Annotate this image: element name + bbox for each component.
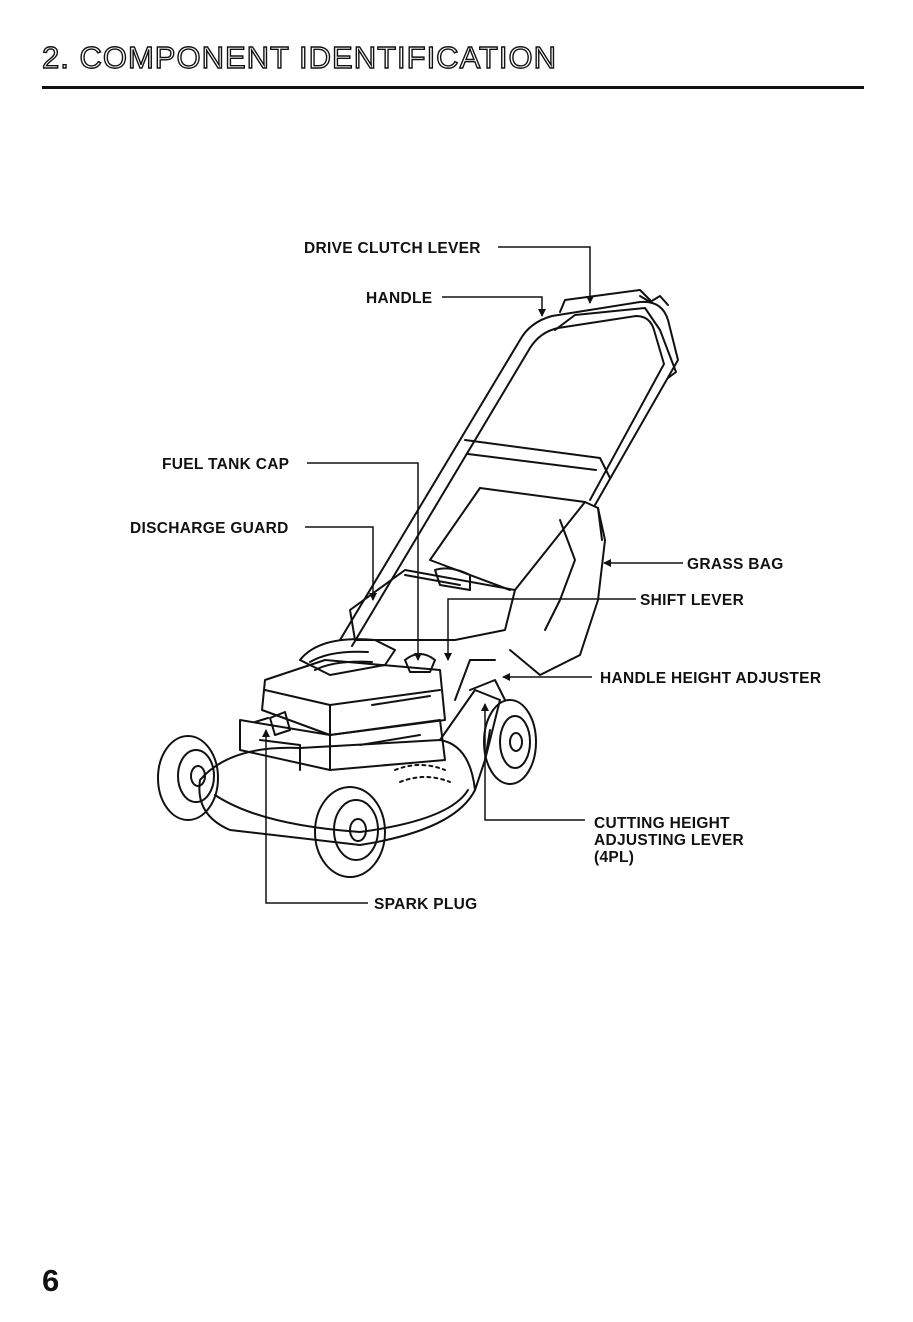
leader-cutting-height [485, 704, 585, 820]
leader-discharge-guard [305, 527, 373, 600]
label-grass-bag: GRASS BAG [687, 556, 784, 573]
discharge-guard-drawing [350, 568, 515, 640]
label-fuel-tank-cap: FUEL TANK CAP [162, 456, 289, 473]
label-spark-plug: SPARK PLUG [374, 896, 477, 913]
label-cutting-height-line2: ADJUSTING LEVER [594, 832, 744, 849]
page-number: 6 [42, 1263, 59, 1299]
label-discharge-guard: DISCHARGE GUARD [130, 520, 289, 537]
leader-handle [442, 297, 542, 316]
label-handle: HANDLE [366, 290, 432, 307]
label-drive-clutch-lever: DRIVE CLUTCH LEVER [304, 240, 481, 257]
grass-bag-drawing [430, 488, 605, 675]
deck-drawing [199, 660, 500, 845]
label-shift-lever: SHIFT LEVER [640, 592, 744, 609]
rear-right-wheel [484, 700, 536, 784]
engine-drawing [240, 639, 445, 770]
leader-lines [266, 247, 683, 903]
rear-left-wheel [158, 736, 218, 820]
handle-drawing [340, 290, 678, 646]
front-left-wheel [315, 787, 385, 877]
label-cutting-height-line1: CUTTING HEIGHT [594, 815, 730, 832]
label-handle-height-adjuster: HANDLE HEIGHT ADJUSTER [600, 670, 821, 687]
leader-shift-lever [448, 599, 636, 660]
leader-drive-clutch-lever [498, 247, 590, 303]
label-cutting-height-line3: (4PL) [594, 849, 634, 866]
